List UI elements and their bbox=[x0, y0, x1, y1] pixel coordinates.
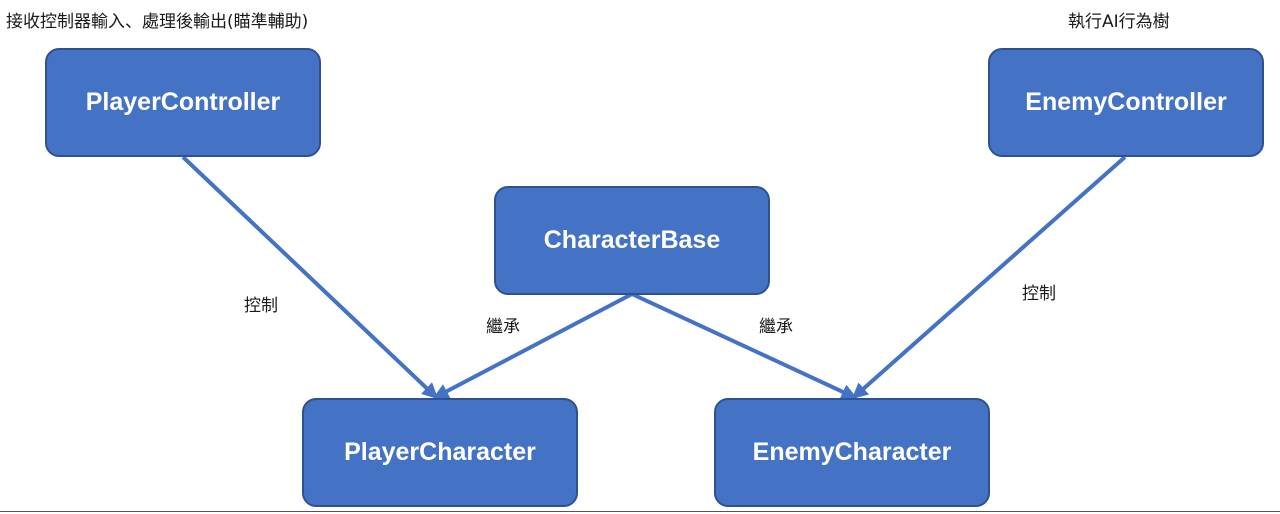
player-controller-note: 接收控制器輸入、處理後輸出(瞄準輔助) bbox=[6, 12, 309, 32]
inherit-arrow-enemy bbox=[631, 292, 858, 400]
inherit-arrow-player bbox=[432, 292, 633, 400]
enemy-character-node: EnemyCharacter bbox=[714, 398, 990, 507]
player-character-node: PlayerCharacter bbox=[302, 398, 578, 507]
enemy-control-label: 控制 bbox=[1022, 284, 1056, 304]
inherit-enemy-label: 繼承 bbox=[759, 317, 793, 337]
player-controller-node: PlayerController bbox=[45, 48, 321, 157]
control-arrow-enemy bbox=[851, 155, 1127, 400]
enemy-controller-node: EnemyController bbox=[988, 48, 1264, 157]
inherit-player-label: 繼承 bbox=[486, 317, 520, 337]
bottom-divider bbox=[0, 511, 1280, 512]
character-base-node: CharacterBase bbox=[494, 186, 770, 295]
control-arrow-player bbox=[181, 155, 439, 400]
enemy-controller-note: 執行AI行為樹 bbox=[1068, 12, 1170, 32]
player-control-label: 控制 bbox=[244, 296, 278, 316]
